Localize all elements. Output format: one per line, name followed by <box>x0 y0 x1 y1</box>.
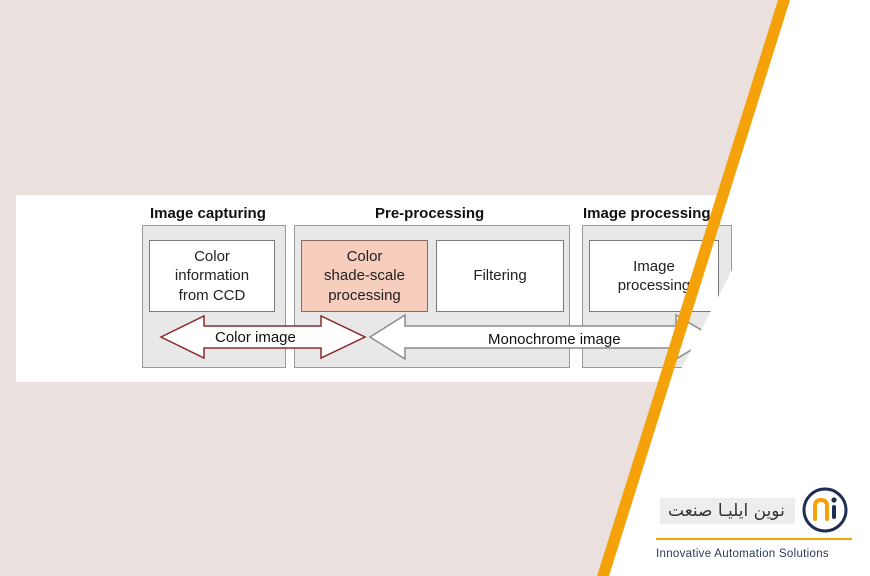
orange-stripe <box>597 0 790 576</box>
monochrome-image-label: Monochrome image <box>488 331 621 348</box>
step-color-information: Color information from CCD <box>149 240 275 312</box>
brand-tagline: Innovative Automation Solutions <box>656 548 829 560</box>
section-title-capturing: Image capturing <box>150 205 266 222</box>
step-shade-scale: Color shade-scale processing <box>301 240 428 312</box>
color-arrow <box>159 314 367 360</box>
ni-monogram-icon <box>802 487 848 533</box>
color-image-label: Color image <box>215 329 296 346</box>
step-filtering: Filtering <box>436 240 564 312</box>
brand-name-fa: نوین ایلیـا صنعت <box>668 501 785 521</box>
section-title-preprocessing: Pre-processing <box>375 205 485 222</box>
diagram-strip: Image capturing Color information from C… <box>16 195 851 382</box>
section-title-processing: Image processing <box>583 205 711 222</box>
